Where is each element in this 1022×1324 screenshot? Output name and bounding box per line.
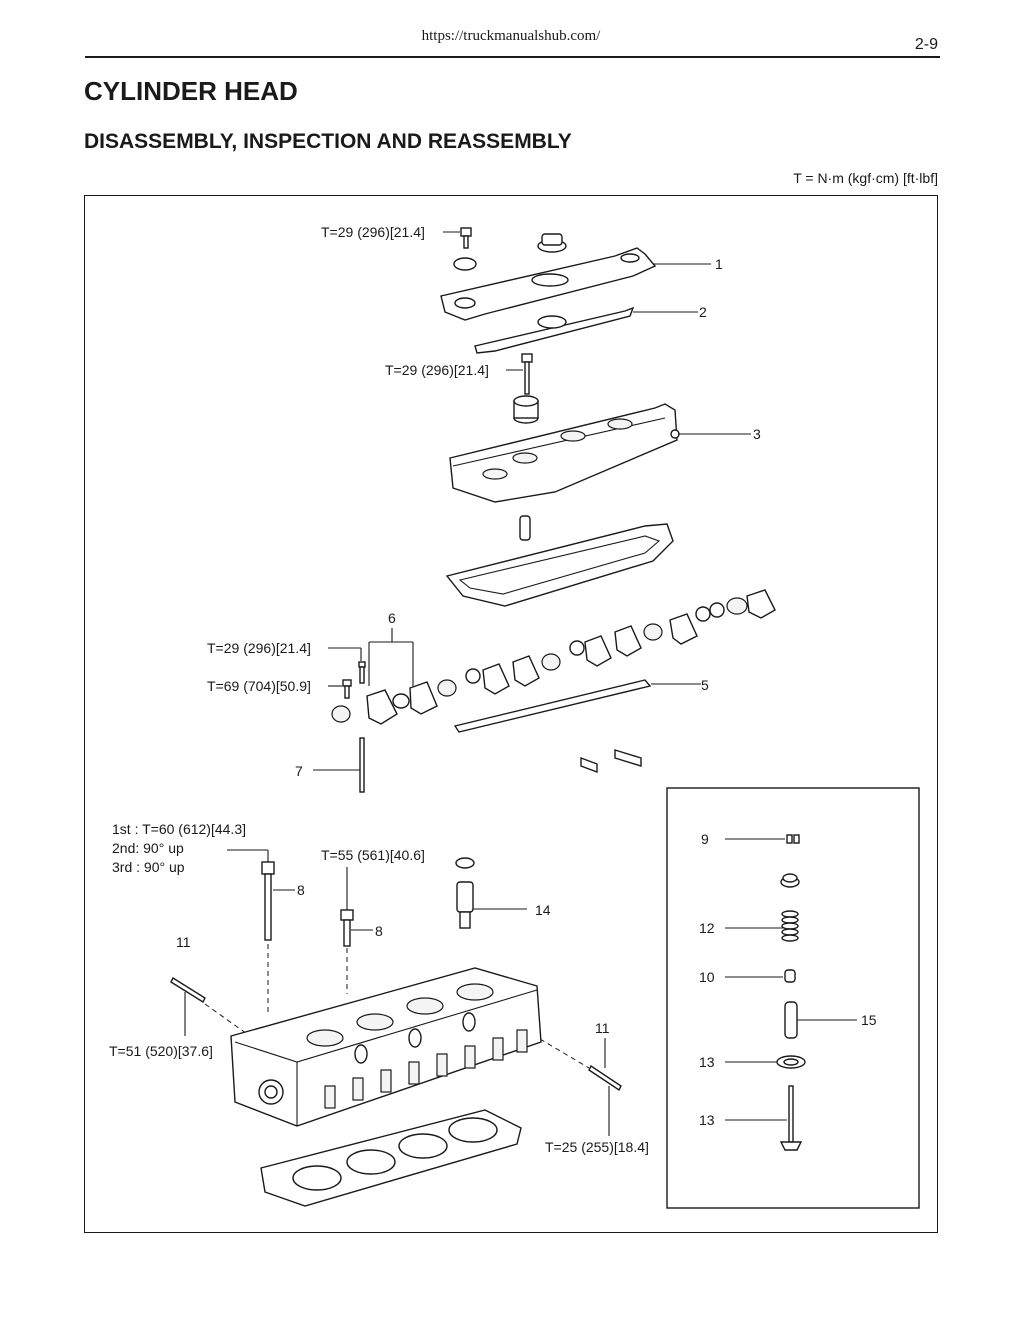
valve-spring-retainer [780, 873, 800, 888]
head-bolt-step-2: 2nd: 90° up [112, 840, 184, 856]
valve-lifter-14 [456, 881, 474, 929]
callout-3: 3 [753, 426, 761, 442]
torque-unit-legend: T = N·m (kgf·cm) [ft·lbf] [793, 170, 938, 186]
torque-rocker-shaft: T=69 (704)[50.9] [207, 678, 311, 694]
source-url[interactable]: https://truckmanualshub.com/ [421, 28, 601, 44]
rocker-arm-row [331, 589, 776, 725]
callout-2: 2 [699, 304, 707, 320]
torque-stud-left: T=51 (520)[37.6] [109, 1043, 213, 1059]
exploded-diagram-frame: T=29 (296)[21.4] 1 2 T=29 (296)[21.4] 3 … [84, 195, 938, 1233]
cover-bolt [460, 227, 472, 249]
cylinder-head-gasket [260, 1109, 522, 1207]
valve-parts-inset [666, 787, 920, 1209]
head-bolt-step-3: 3rd : 90° up [112, 859, 185, 875]
exploded-diagram: T=29 (296)[21.4] 1 2 T=29 (296)[21.4] 3 … [109, 224, 920, 1209]
page-title: CYLINDER HEAD [84, 76, 298, 106]
callout-11a: 11 [176, 934, 191, 950]
callout-13a: 13 [699, 1054, 715, 1070]
rocker-shaft [453, 679, 652, 733]
callout-12: 12 [699, 920, 715, 936]
rubber-grommet [453, 257, 477, 271]
callout-10: 10 [699, 969, 715, 985]
shaft-clips [580, 749, 642, 774]
cylinder-head [230, 967, 542, 1127]
stud-left [170, 976, 206, 1004]
push-rod [359, 737, 365, 793]
valve-keeper [786, 834, 800, 844]
callout-8a: 8 [297, 882, 305, 898]
oil-filler-cap [537, 233, 567, 253]
callout-13b: 13 [699, 1112, 715, 1128]
valve [779, 1085, 803, 1151]
head-bolt-step-1: 1st : T=60 (612)[44.3] [112, 821, 246, 837]
callout-7: 7 [295, 763, 303, 779]
callout-8b: 8 [375, 923, 383, 939]
cover-gasket [474, 306, 635, 354]
rocker-small-bolt [358, 661, 366, 684]
valve-guide [784, 1001, 798, 1039]
cylinder-head-cover [449, 403, 678, 503]
section-subtitle: DISASSEMBLY, INSPECTION AND REASSEMBLY [84, 130, 572, 153]
dowel-pin [519, 515, 531, 541]
callout-14: 14 [535, 902, 551, 918]
cylinder-head-bolt-short [340, 909, 354, 947]
valve-spring [781, 910, 799, 942]
callout-6: 6 [388, 610, 396, 626]
page-number: 2-9 [914, 36, 938, 53]
header-rule [85, 56, 940, 58]
torque-cover-bolt: T=29 (296)[21.4] [321, 224, 425, 240]
callout-9: 9 [701, 831, 709, 847]
torque-stud-right: T=25 (255)[18.4] [545, 1139, 649, 1155]
cylinder-head-bolt-long [261, 861, 275, 941]
seal-ring [455, 857, 475, 869]
torque-head-cover-bolt: T=29 (296)[21.4] [385, 362, 489, 378]
callout-1: 1 [715, 256, 723, 272]
head-cover-gasket [445, 523, 674, 607]
callout-11b: 11 [595, 1020, 610, 1036]
valve-stem-seal [784, 969, 796, 983]
rocker-shaft-bolt [342, 679, 352, 699]
torque-bolt-8b: T=55 (561)[40.6] [321, 847, 425, 863]
callout-15: 15 [861, 1012, 877, 1028]
cover-bolt-grommet [513, 395, 539, 424]
torque-rocker-small: T=29 (296)[21.4] [207, 640, 311, 656]
callout-5: 5 [701, 677, 709, 693]
stud-right [588, 1064, 622, 1092]
valve-seat-washer [776, 1055, 806, 1069]
head-cover-bolt [521, 353, 533, 395]
